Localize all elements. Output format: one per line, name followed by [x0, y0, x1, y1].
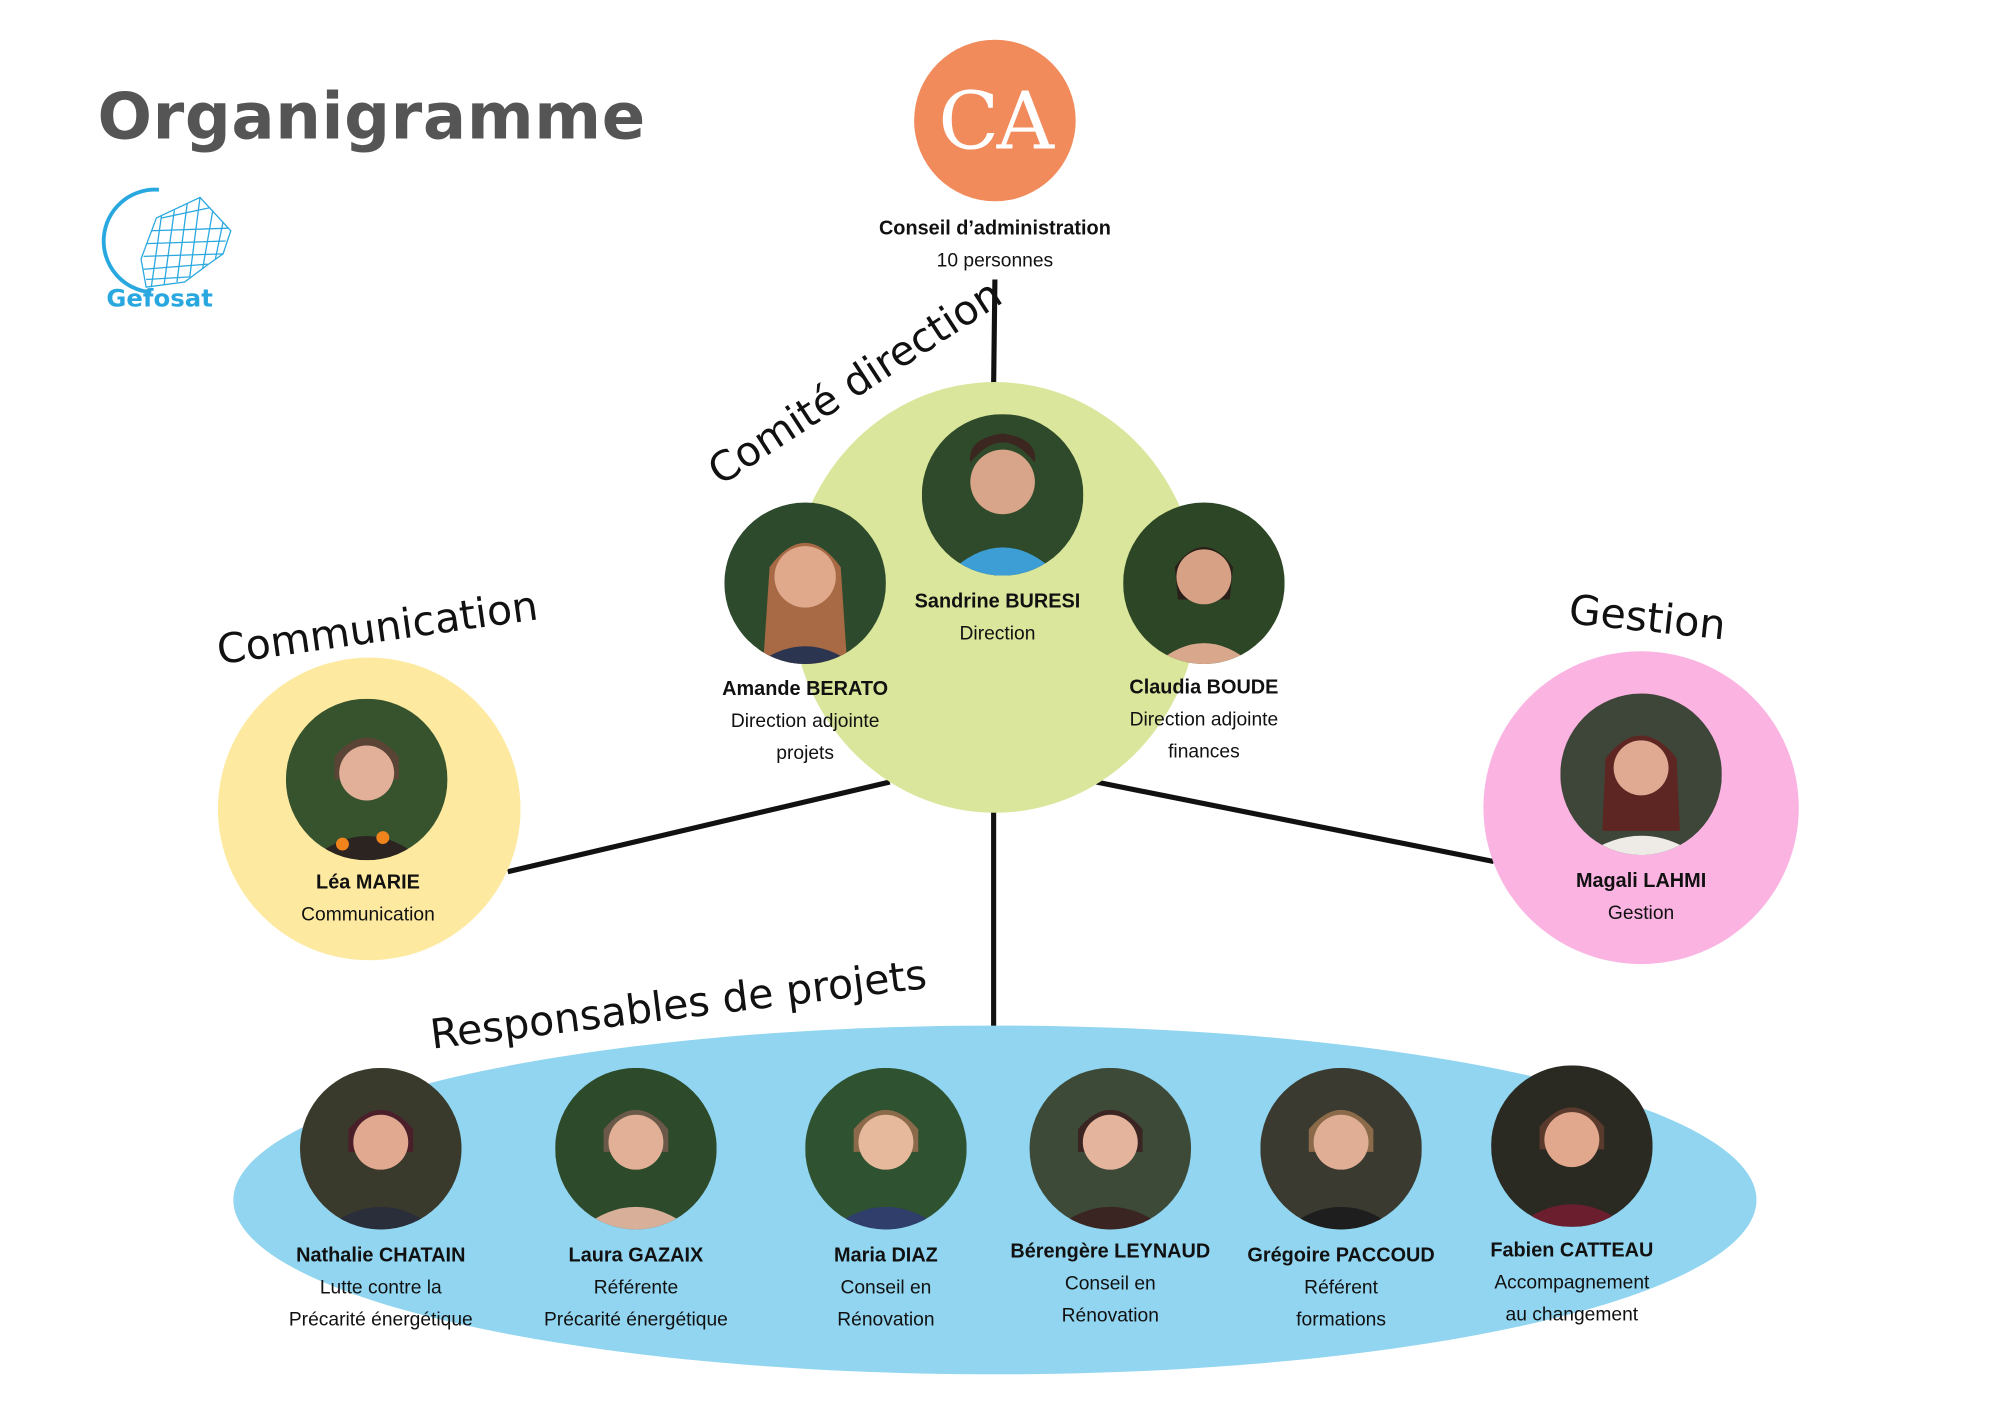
ca-badge: CA — [914, 39, 1076, 202]
portrait-photo — [724, 502, 886, 665]
member-role: Communication — [301, 903, 435, 926]
member-role: formations — [1296, 1308, 1386, 1331]
gefosat-logo-icon — [101, 187, 232, 295]
member-role: Accompagnement — [1494, 1271, 1650, 1294]
ca-detail: 10 personnes — [936, 249, 1054, 272]
portrait-photo — [555, 1067, 717, 1230]
member-name: Fabien CATTEAU — [1490, 1239, 1654, 1262]
member-role: Direction adjointe — [1129, 708, 1279, 731]
member-card: Magali LAHMI Gestion — [1513, 865, 1769, 929]
member-role: Référent — [1304, 1276, 1378, 1299]
portrait-photo — [1491, 1065, 1653, 1227]
ca-badge-label: CA — [938, 73, 1054, 168]
portrait-photo — [1560, 693, 1722, 856]
member-role: Rénovation — [1061, 1305, 1159, 1327]
member-role: au changement — [1505, 1303, 1639, 1326]
member-role: Direction — [959, 623, 1036, 645]
portrait-photo — [921, 414, 1084, 576]
ca-card: Conseil d’administration 10 personnes — [867, 213, 1123, 277]
portrait-photo — [285, 698, 448, 861]
connector-ca-comite — [991, 279, 998, 385]
member-role: projets — [776, 742, 835, 765]
member-name: Maria DIAZ — [834, 1244, 938, 1267]
member-name: Laura GAZAIX — [568, 1244, 704, 1267]
member-card: Sandrine BURESI Direction — [869, 586, 1125, 650]
portrait-photo — [1123, 502, 1285, 665]
member-card: Nathalie CHATAIN Lutte contre la Précarité… — [253, 1240, 509, 1336]
page-title: Organigramme — [97, 79, 646, 154]
ca-name: Conseil d’administration — [878, 217, 1111, 240]
member-name: Magali LAHMI — [1575, 870, 1707, 893]
connector-comite-communication — [507, 779, 891, 875]
member-name: Claudia BOUDE — [1129, 676, 1279, 699]
member-name: Léa MARIE — [316, 871, 420, 894]
member-role: Direction adjointe — [730, 710, 880, 733]
portrait-photo — [1260, 1067, 1422, 1230]
member-card: Maria DIAZ Conseil en Rénovation — [758, 1240, 1014, 1336]
member-name: Amande BERATO — [722, 678, 889, 700]
member-role: Conseil en — [1064, 1273, 1156, 1295]
connector-comite-gestion — [1095, 779, 1495, 865]
member-role: finances — [1168, 740, 1240, 763]
member-role: Gestion — [1607, 902, 1675, 925]
member-card: Bérengère LEYNAUD Conseil en Rénovation — [982, 1236, 1238, 1332]
portrait-photo — [300, 1067, 462, 1230]
member-role: Précarité énergétique — [543, 1308, 728, 1331]
portrait-photo — [1029, 1067, 1192, 1230]
responsables-group-bubble — [233, 1025, 1757, 1375]
member-role: Précarité énergétique — [288, 1308, 473, 1331]
member-role: Référente — [593, 1276, 679, 1299]
member-role: Lutte contre la — [319, 1276, 442, 1299]
member-card: Léa MARIE Communication — [240, 867, 496, 931]
member-card: Claudia BOUDE Direction adjointe finance… — [1076, 672, 1332, 768]
member-card: Amande BERATO Direction adjointe projets — [677, 673, 933, 769]
logo-text: Gefosat — [106, 284, 213, 313]
member-name: Bérengère LEYNAUD — [1010, 1240, 1211, 1263]
member-card: Grégoire PACCOUD Référent formations — [1213, 1240, 1469, 1336]
member-card: Fabien CATTEAU Accompagnement au changemen… — [1444, 1235, 1700, 1331]
member-name: Grégoire PACCOUD — [1247, 1244, 1435, 1267]
member-name: Sandrine BURESI — [914, 591, 1081, 613]
member-name: Nathalie CHATAIN — [296, 1244, 466, 1267]
portrait-photo — [805, 1067, 967, 1230]
member-role: Conseil en — [840, 1276, 932, 1299]
member-role: Rénovation — [837, 1308, 935, 1331]
